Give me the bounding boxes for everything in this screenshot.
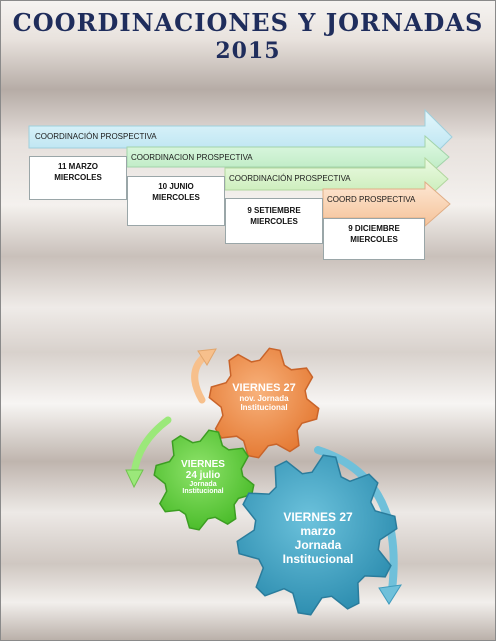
date-box-3: 9 SETIEMBRE MIERCOLES <box>225 198 323 244</box>
gear-green-text: VIERNES 24 julio Jornada Institucional <box>162 459 244 495</box>
page-subtitle-year: 2015 <box>215 38 281 64</box>
gear-blue-line3: Jornada <box>294 538 342 552</box>
gear-blue-line2: marzo <box>300 524 336 538</box>
date-box-1-line1: 11 MARZO <box>57 162 98 171</box>
date-box-4: 9 DICIEMBRE MIERCOLES <box>323 218 425 260</box>
date-box-1: 11 MARZO MIERCOLES <box>29 156 127 200</box>
timeline-label-1: COORDINACIÓN PROSPECTIVA <box>35 132 157 141</box>
page-title: COORDINACIONES Y JORNADAS <box>12 8 484 37</box>
gear-orange-text: VIERNES 27 nov. Jornada Institucional <box>218 382 310 412</box>
timeline-label-3: COORDINACIÓN PROSPECTIVA <box>229 174 351 183</box>
gear-green <box>153 429 255 531</box>
gear-blue <box>236 454 398 616</box>
gear-green-line4: Institucional <box>182 488 224 495</box>
cycle-arrow-blue <box>314 446 402 605</box>
gear-blue-line1: VIERNES 27 <box>283 510 353 524</box>
date-box-2-line2: MIERCOLES <box>152 193 200 202</box>
gear-orange <box>208 347 320 459</box>
gear-green-line2: 24 julio <box>185 470 221 481</box>
timeline-label-4: COORD PROSPECTIVA <box>327 195 416 204</box>
date-box-3-line2: MIERCOLES <box>250 217 298 226</box>
date-box-4-line2: MIERCOLES <box>350 235 398 244</box>
date-box-2-line1: 10 JUNIO <box>158 182 194 191</box>
cycle-arrow-green <box>125 416 172 489</box>
cycle-arrow-orange <box>191 348 217 404</box>
gear-blue-line4: Institucional <box>282 552 354 566</box>
timeline-arrow-2 <box>126 134 450 180</box>
gear-orange-line2: nov. Jornada <box>239 394 289 403</box>
gear-green-line1: VIERNES <box>181 459 225 470</box>
gear-orange-line1: VIERNES 27 <box>232 382 296 394</box>
date-box-1-line2: MIERCOLES <box>54 173 102 182</box>
date-box-3-line1: 9 SETIEMBRE <box>247 206 301 215</box>
timeline-label-2: COORDINACION PROSPECTIVA <box>131 153 253 162</box>
gear-green-line3: Jornada <box>189 481 217 488</box>
gear-orange-line3: Institucional <box>240 403 288 412</box>
date-box-2: 10 JUNIO MIERCOLES <box>127 176 225 226</box>
gear-blue-text: VIERNES 27 marzo Jornada Institucional <box>262 510 374 566</box>
date-box-4-line1: 9 DICIEMBRE <box>348 224 400 233</box>
